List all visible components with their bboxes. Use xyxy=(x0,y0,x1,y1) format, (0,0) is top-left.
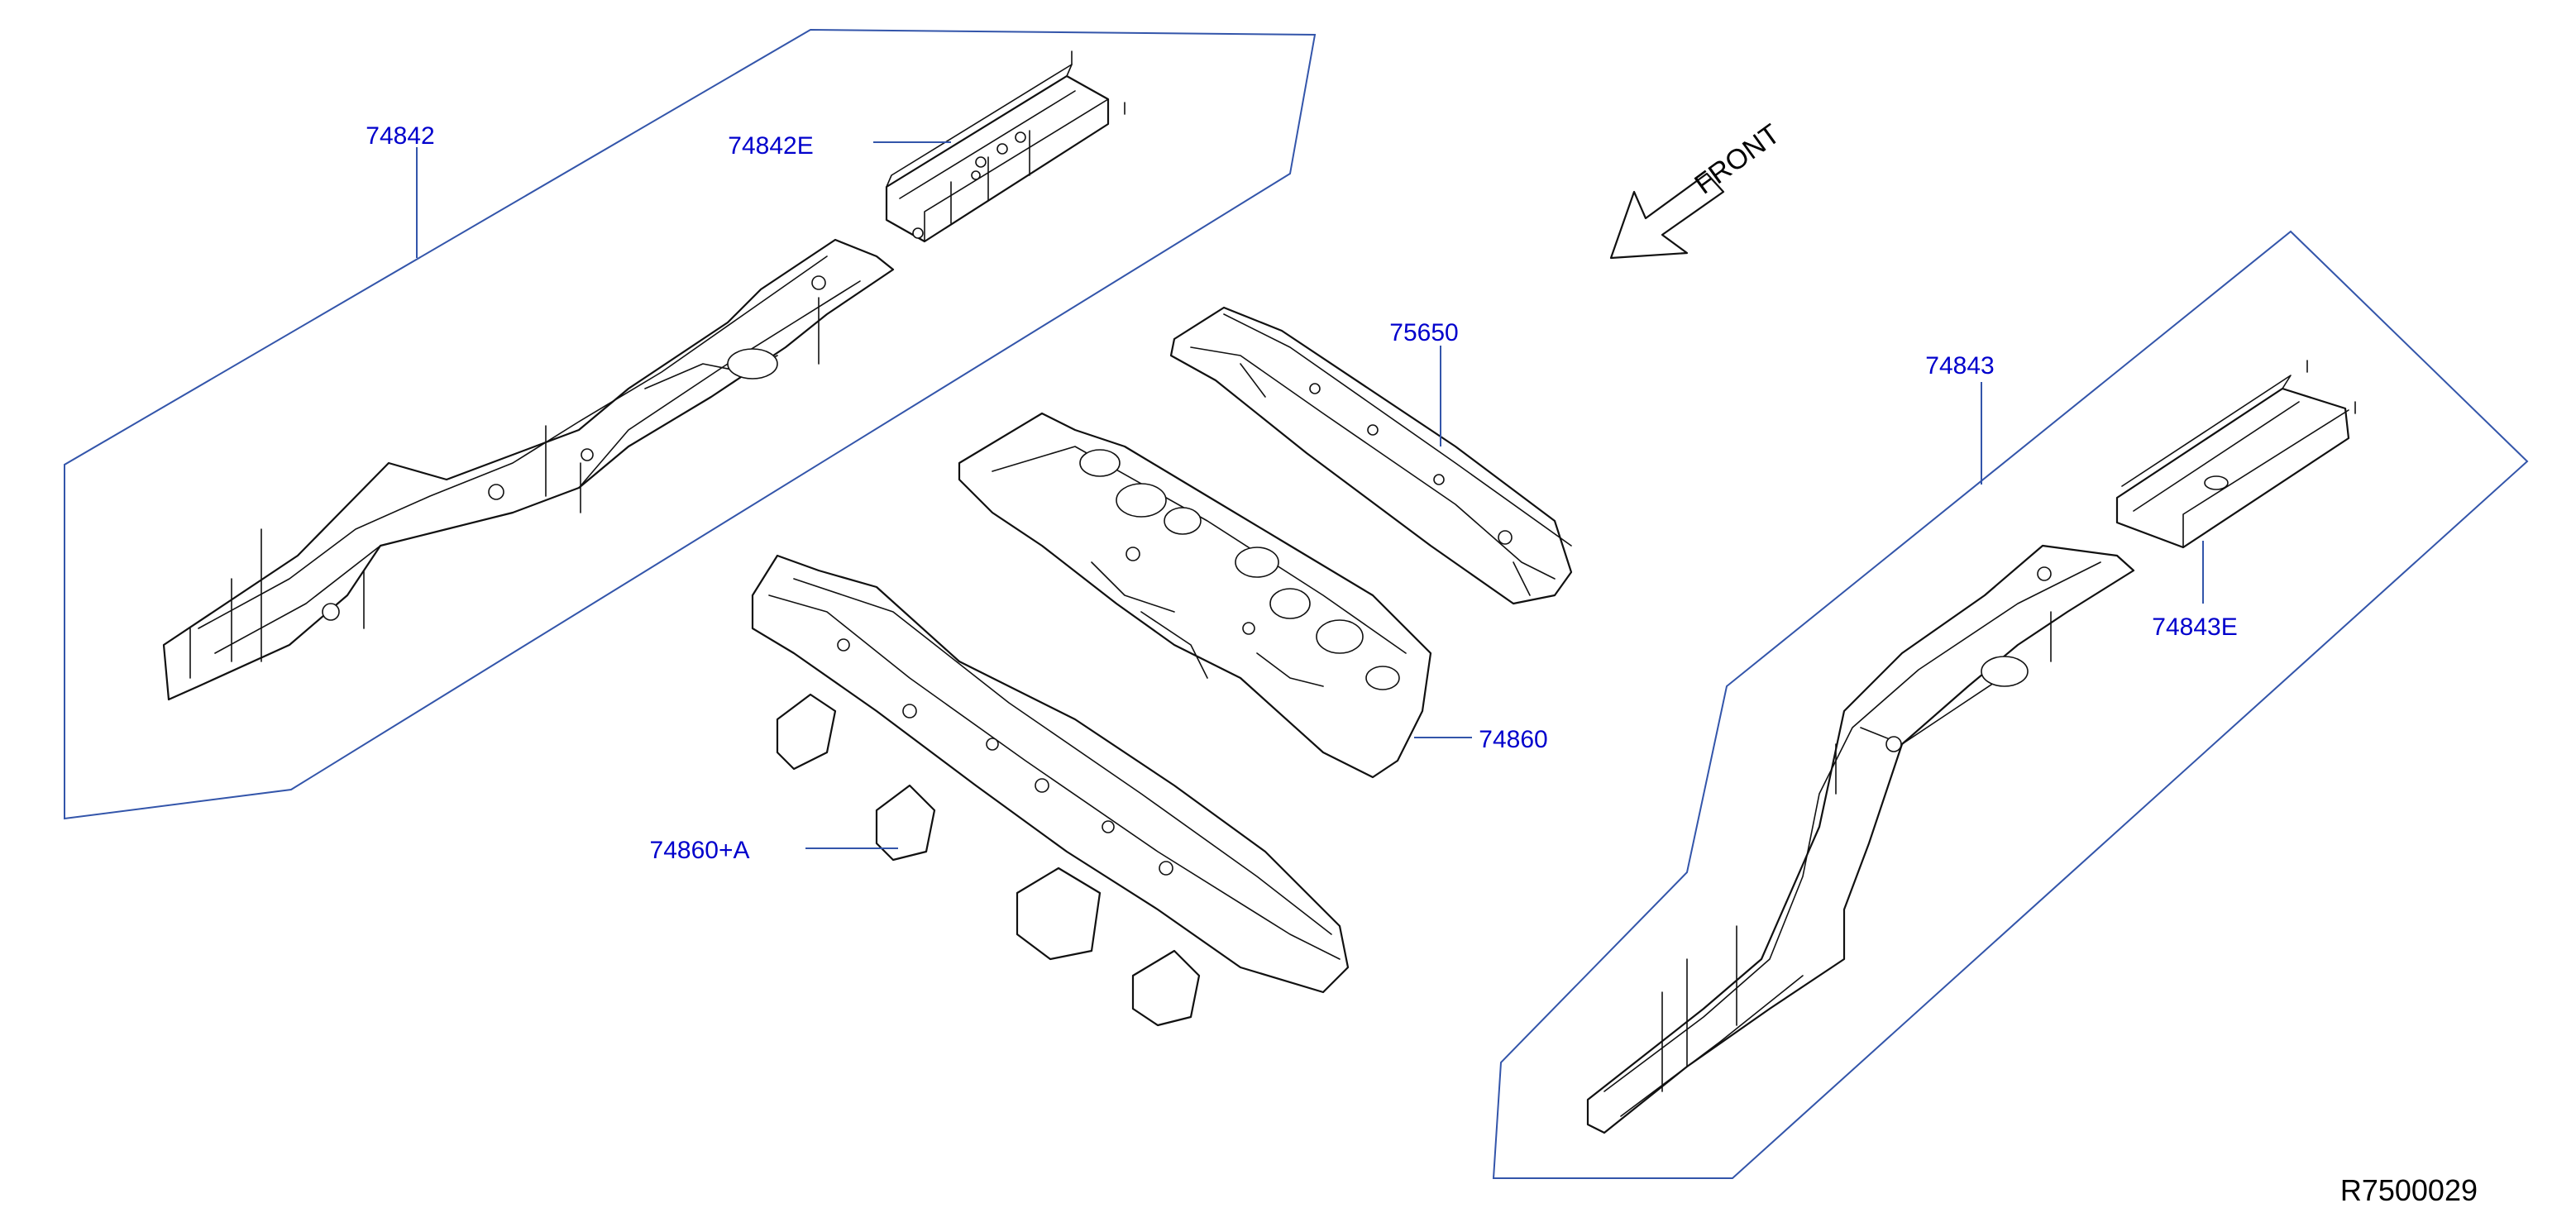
callout-74842E: 74842E xyxy=(728,132,813,160)
part-75650-drawing xyxy=(1169,306,1573,605)
front-arrow-icon xyxy=(1609,172,1725,260)
part-74842-drawing xyxy=(162,238,895,701)
part-74842E-drawing xyxy=(885,50,1126,243)
callout-74843: 74843 xyxy=(1925,352,1994,380)
part-74860-drawing xyxy=(958,412,1432,779)
callout-74842: 74842 xyxy=(366,122,434,150)
reference-code: R7500029 xyxy=(2340,1173,2478,1207)
group-outline-74843 xyxy=(1492,230,2529,1179)
part-74860A-drawing xyxy=(751,554,1350,1027)
callout-74843E: 74843E xyxy=(2152,614,2237,641)
front-label: FRONT xyxy=(1689,118,1785,201)
callout-74860: 74860 xyxy=(1479,726,1547,753)
callout-74860A: 74860+A xyxy=(650,837,750,864)
part-74843-drawing xyxy=(1586,544,2135,1134)
group-outline-74842 xyxy=(64,28,1317,820)
part-74843E-drawing xyxy=(2115,360,2356,549)
callout-75650: 75650 xyxy=(1389,319,1458,346)
